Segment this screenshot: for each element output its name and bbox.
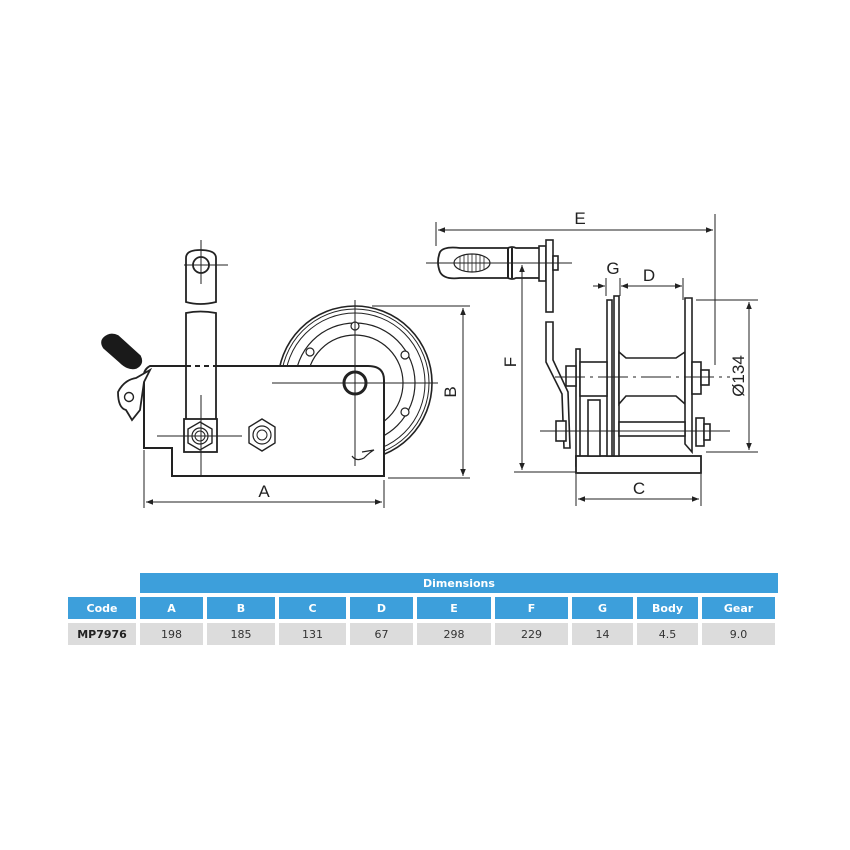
dimension-A — [143, 450, 385, 508]
dimension-C — [575, 474, 702, 506]
dim-label-E: E — [574, 209, 585, 228]
dimension-drum-diameter — [696, 299, 758, 453]
cell-f: 229 — [495, 623, 568, 645]
col-header-c: C — [279, 597, 346, 619]
col-header-f: F — [495, 597, 568, 619]
dimension-E — [435, 214, 716, 365]
dim-label-B: B — [441, 386, 460, 397]
latch-knob-icon — [101, 333, 143, 370]
table-row: MP7976 198 185 131 67 298 229 14 4.5 9.0 — [68, 623, 775, 645]
dim-label-A: A — [258, 482, 270, 501]
cell-b: 185 — [207, 623, 275, 645]
cell-d: 67 — [350, 623, 413, 645]
winch-drum — [618, 350, 686, 407]
col-header-b: B — [207, 597, 275, 619]
dimension-F — [514, 265, 576, 473]
front-view — [426, 239, 730, 474]
crank-lever — [545, 321, 571, 449]
cell-code: MP7976 — [68, 623, 136, 645]
brand-logo-icon — [351, 449, 375, 461]
table-header-row: Code A B C D E F G Body Gear — [68, 597, 775, 619]
col-header-a: A — [140, 597, 203, 619]
cell-a: 198 — [140, 623, 203, 645]
col-header-g: G — [572, 597, 633, 619]
col-header-e: E — [417, 597, 491, 619]
dim-label-F: F — [501, 357, 520, 367]
dimension-G-D — [593, 278, 684, 300]
crank-arm-bottom — [185, 310, 217, 421]
col-header-body: Body — [637, 597, 698, 619]
col-header-gear: Gear — [702, 597, 775, 619]
dim-label-G: G — [606, 259, 619, 278]
cell-c: 131 — [279, 623, 346, 645]
cell-e: 298 — [417, 623, 491, 645]
dimension-B — [372, 305, 470, 479]
cell-body: 4.5 — [637, 623, 698, 645]
col-header-code: Code — [68, 597, 136, 619]
winch-technical-drawing: A B — [101, 209, 758, 508]
dim-label-D: D — [643, 266, 655, 285]
dim-label-C: C — [633, 479, 645, 498]
cell-g: 14 — [572, 623, 633, 645]
cell-gear: 9.0 — [702, 623, 775, 645]
col-header-d: D — [350, 597, 413, 619]
pawl-latch — [117, 367, 153, 422]
dim-label-drum-diameter: Ø134 — [729, 355, 748, 397]
side-view — [101, 240, 438, 477]
table-group-header: Dimensions — [140, 573, 778, 593]
